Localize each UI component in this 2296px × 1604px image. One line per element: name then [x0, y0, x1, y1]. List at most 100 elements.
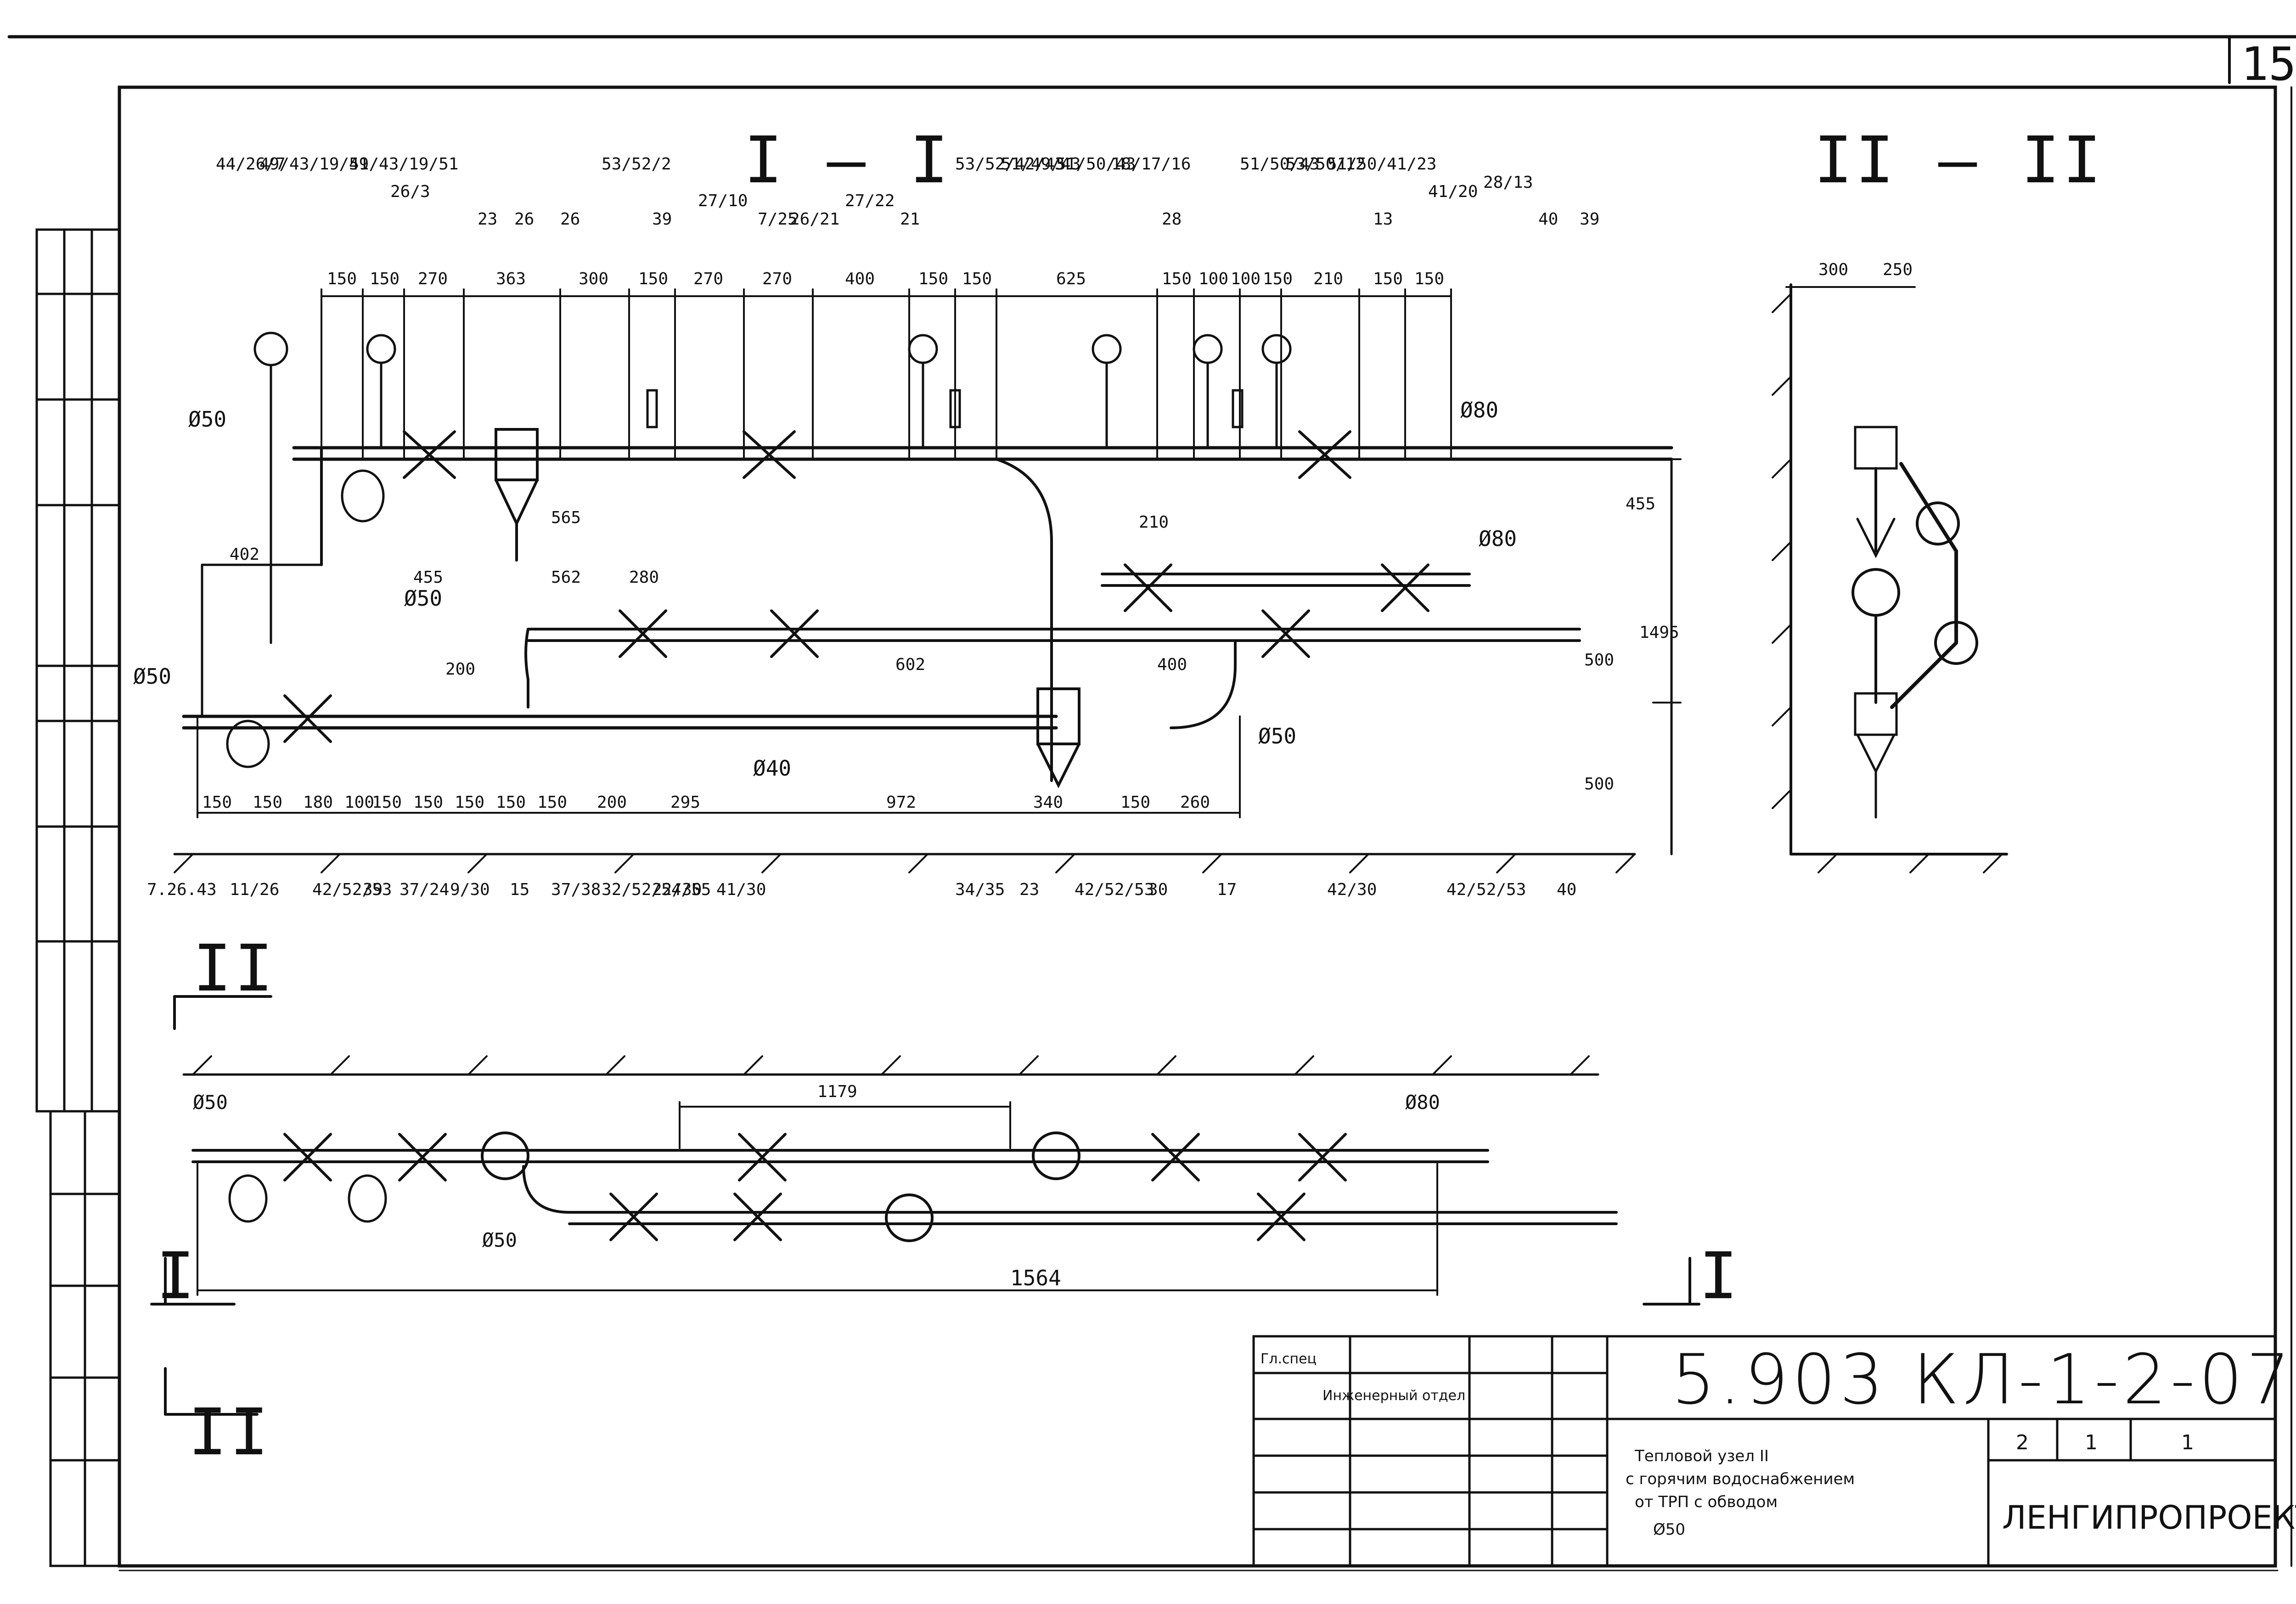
callout-label: 34/35: [955, 880, 1005, 899]
callout-label: 51/50/43: [1240, 155, 1320, 174]
dimension-label: 260: [1180, 793, 1210, 812]
callout-label: 26: [560, 210, 580, 229]
dimension-label: 602: [895, 655, 926, 674]
title-block-frame: [1252, 1335, 2277, 1567]
callout-label: 18/17/16: [1111, 155, 1191, 174]
dimension-label: 150: [202, 793, 232, 812]
callout-label: 7.26.43: [147, 880, 217, 899]
callout-label: 22/30: [652, 880, 702, 899]
callout-label: 42/52/53: [1446, 880, 1526, 899]
dimension-label: 1564: [1010, 1266, 1061, 1290]
callout-label: 7/25: [758, 210, 798, 229]
callout-label: 51/49/43: [1001, 155, 1081, 174]
section-1-1-label: I — I: [744, 123, 951, 198]
callout-label: 40: [1557, 880, 1577, 899]
callout-label: 28: [1162, 210, 1182, 229]
callout-label: 9/30: [450, 880, 490, 899]
dimension-label: 562: [551, 568, 581, 587]
callout-label: 42/52/53: [1075, 880, 1154, 899]
dimension-label: 150: [327, 270, 357, 288]
dimension-label: 1495: [1639, 623, 1679, 642]
dimension-label: 150: [496, 793, 526, 812]
dimension-label: 150: [1414, 270, 1445, 288]
callout-label: 49/43/19/51: [259, 155, 369, 174]
callout-label: 23: [1019, 880, 1040, 899]
diameter-label: Ø80: [1405, 1091, 1440, 1114]
dimension-label: 363: [496, 270, 526, 288]
organization-name: ЛЕНГИПРОПРОЕКТ: [2002, 1499, 2296, 1536]
callout-label: 17: [1217, 880, 1237, 899]
callout-label: 26/21: [790, 210, 840, 229]
dimension-label: 270: [693, 270, 724, 288]
title-line: Тепловой узел II: [1635, 1447, 1769, 1465]
title-line: Ø50: [1653, 1520, 1686, 1539]
valve-symbols-upper: [403, 430, 1351, 479]
dimension-label: 500: [1584, 651, 1615, 670]
dimension-label: 402: [230, 545, 260, 564]
dimension-label: 340: [1033, 793, 1064, 812]
section-2-2-label: II — II: [1814, 123, 2105, 198]
callout-label: 39: [652, 210, 672, 229]
diameter-label: Ø80: [1460, 398, 1499, 422]
callout-label: 53/52/42/43: [955, 155, 1065, 174]
title-block-role: Инженерный отдел: [1322, 1388, 1466, 1404]
dimension-label: 150: [962, 270, 992, 288]
dimension-label: 200: [445, 660, 476, 679]
dimension-label: 150: [372, 793, 402, 812]
cut-mark-i-left: I: [156, 1239, 198, 1314]
dimension-label: 280: [629, 568, 659, 587]
callout-label: 53/52/2: [602, 155, 671, 174]
title-line: с горячим водоснабжением: [1626, 1470, 1855, 1488]
dimension-label: 150: [455, 793, 485, 812]
dimension-label: 150: [1120, 793, 1151, 812]
dimension-label: 100: [344, 793, 375, 812]
callout-label: 21: [900, 210, 920, 229]
dimension-label: 270: [762, 270, 793, 288]
callout-label: 23: [478, 210, 498, 229]
dimension-label: 400: [1157, 655, 1187, 674]
left-margin-stamp: [35, 228, 121, 1567]
dimension-label: 300: [579, 270, 609, 288]
diameter-label: Ø50: [193, 1091, 228, 1114]
diameter-label: Ø50: [133, 664, 172, 689]
dimension-label: 100: [1199, 270, 1229, 288]
callout-label: 53/50/12: [1286, 155, 1366, 174]
dimension-label: 150: [253, 793, 283, 812]
dimension-label: 565: [551, 508, 581, 527]
title-line: от ТРП с обводом: [1635, 1493, 1778, 1511]
dimension-label: 150: [638, 270, 669, 288]
section-2-2: [1772, 283, 2008, 873]
callout-label: 27/10: [698, 191, 748, 210]
dimension-label: 295: [670, 793, 701, 812]
dimension-label: 972: [886, 793, 917, 812]
callout-label: 42/30: [1327, 880, 1377, 899]
callout-label: 41/30: [716, 880, 766, 899]
dimension-label: 150: [1162, 270, 1192, 288]
dimension-label: 150: [1373, 270, 1403, 288]
callout-label: 51/50/41/23: [1327, 155, 1437, 174]
callout-label: 13: [1373, 210, 1393, 229]
sheet-number-cell: 1: [2181, 1431, 2194, 1454]
callout-label: 39: [363, 880, 383, 899]
diameter-label: Ø40: [753, 756, 792, 781]
plan-view: [150, 995, 1700, 1416]
diameter-label: Ø80: [1479, 526, 1517, 551]
callout-label: 41/20: [1428, 182, 1478, 201]
pump-symbols: [226, 469, 385, 768]
dimension-label: 210: [1139, 513, 1169, 532]
dimension-label: 625: [1056, 270, 1086, 288]
dimension-label: 150: [413, 793, 444, 812]
dimension-label: 150: [370, 270, 400, 288]
dimension-label: 270: [418, 270, 448, 288]
callout-label: 27/22: [845, 191, 895, 210]
callout-label: 49/43/19/51: [349, 155, 459, 174]
dimension-label: 455: [413, 568, 444, 587]
dimension-label: 300: [1818, 260, 1849, 279]
dimension-label: 250: [1883, 260, 1913, 279]
callout-label: 30: [1148, 880, 1168, 899]
callout-label: 44/26/7: [216, 155, 286, 174]
callout-label: 37/24: [400, 880, 450, 899]
dimension-label: 150: [1263, 270, 1293, 288]
